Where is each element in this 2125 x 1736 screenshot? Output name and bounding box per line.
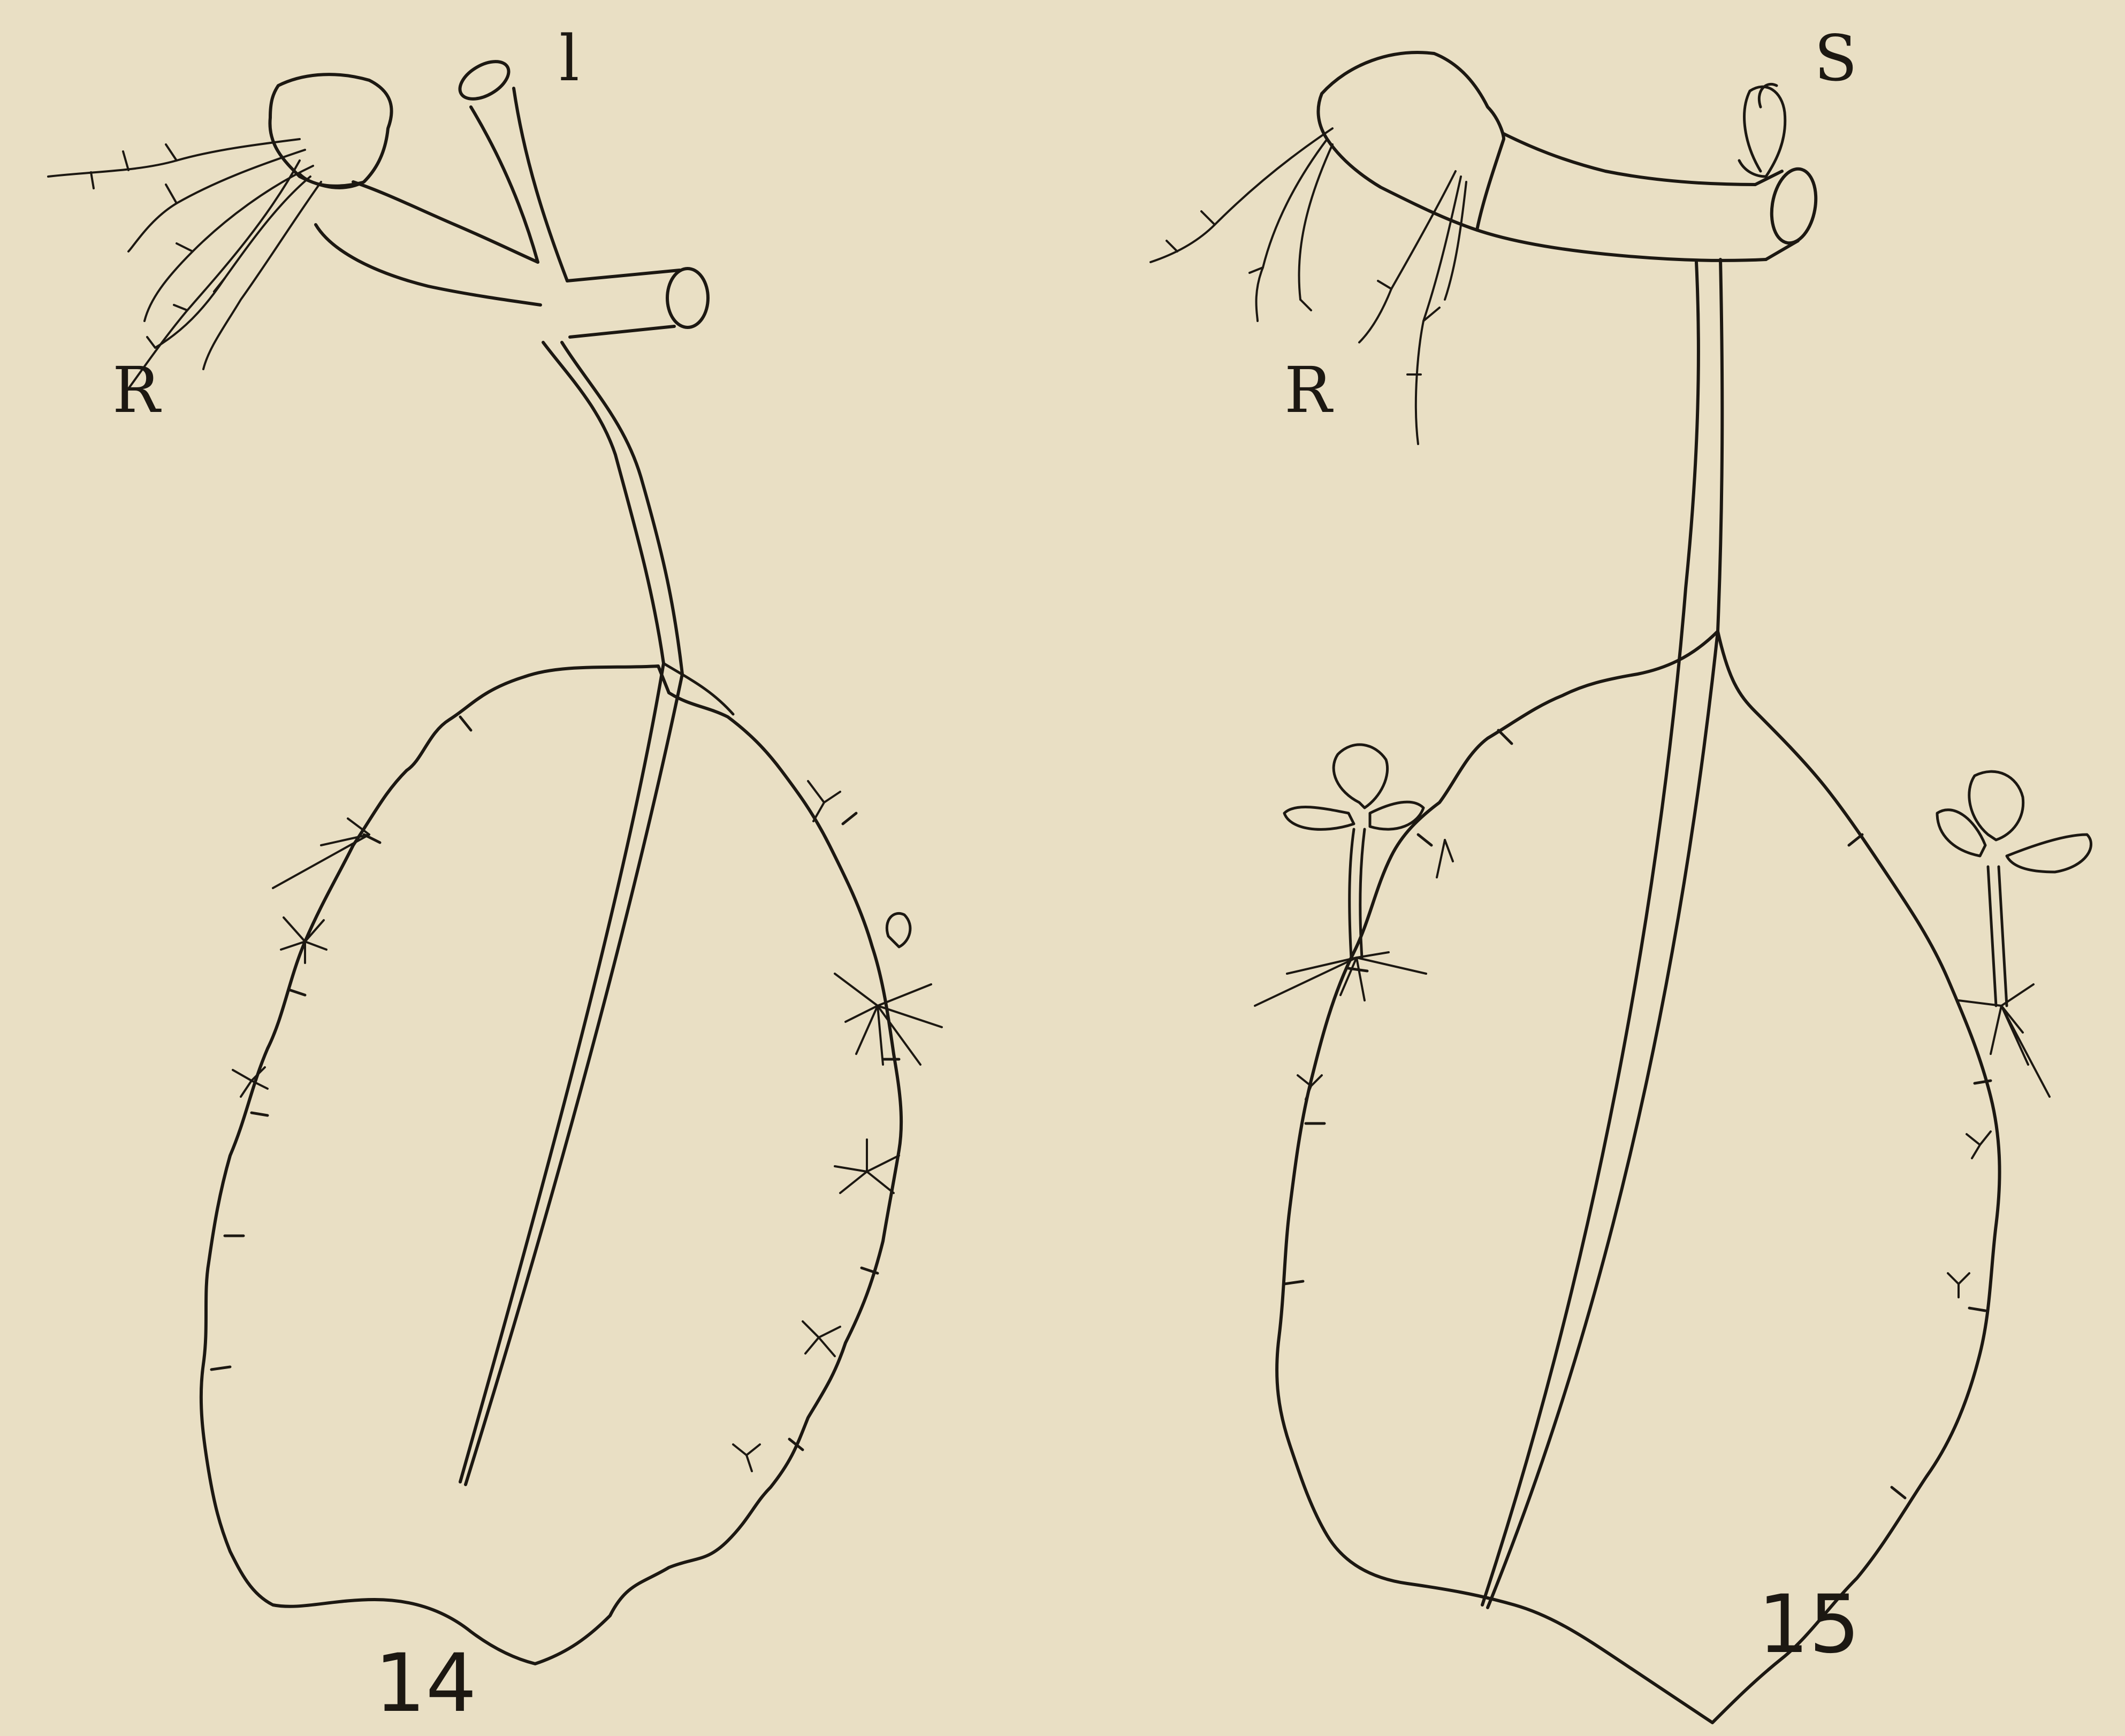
fig15-callus <box>1318 52 1504 230</box>
fig14-number: 14 <box>375 1637 477 1730</box>
fig14-midrib <box>460 342 664 1482</box>
fig15-leaf-blade <box>1277 631 1999 1723</box>
fig15-stem <box>1504 134 1755 185</box>
fig15-marginal-roots <box>1298 840 1991 1297</box>
fig15-label-s: S <box>1814 21 1857 95</box>
fig14-leaf-blade <box>201 666 901 1664</box>
fig15-label-r: R <box>1284 353 1332 427</box>
fig15-right-plantlet <box>1937 771 2091 1097</box>
figure-15 <box>1151 52 2091 1723</box>
fig15-number: 15 <box>1758 1578 1860 1671</box>
fig14-label-l: l <box>559 21 580 95</box>
fig15-left-plantlet <box>1255 745 1426 1006</box>
fig14-roots <box>48 139 321 396</box>
fig15-shoot <box>1739 84 1785 177</box>
fig14-stem <box>316 225 540 305</box>
fig14-callus <box>270 74 391 188</box>
fig14-label-r: R <box>112 353 160 427</box>
fig15-midrib <box>1482 262 1699 1605</box>
figure-14 <box>48 54 942 1664</box>
